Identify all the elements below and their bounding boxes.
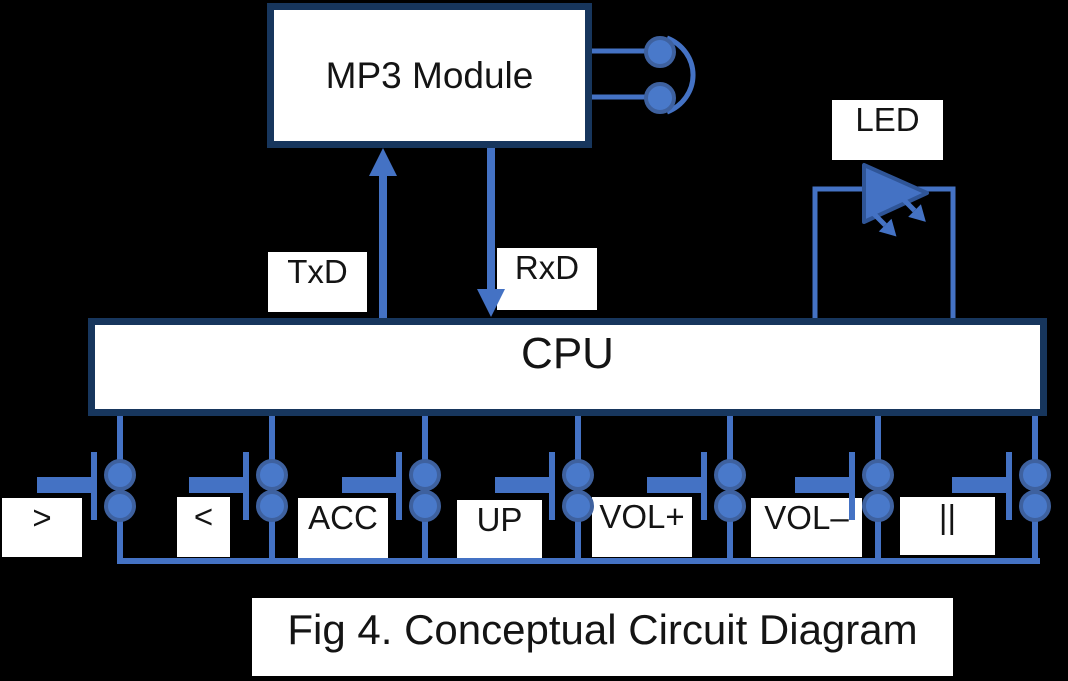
txd-label: TxD <box>287 253 348 290</box>
button-prev-text: < <box>193 498 214 535</box>
button-up-text: UP <box>476 501 523 538</box>
figure-caption-box: Fig 4. Conceptual Circuit Diagram <box>252 598 953 676</box>
led-label-box: LED <box>832 100 943 160</box>
button-volume-up-text: VOL+ <box>599 498 685 535</box>
cpu-block: CPU <box>88 318 1047 416</box>
button-label-pause: || <box>900 497 995 555</box>
button-label-prev: < <box>177 497 230 557</box>
led-label: LED <box>855 101 920 138</box>
figure-caption: Fig 4. Conceptual Circuit Diagram <box>287 606 918 653</box>
button-next-text: > <box>32 499 52 536</box>
button-volume-down-text: VOL– <box>764 499 849 536</box>
txd-arrow <box>369 148 397 318</box>
led-diode-icon <box>862 163 929 237</box>
button-acc-text: ACC <box>308 499 378 536</box>
mp3-module-block: MP3 Module <box>267 3 592 148</box>
led-emission-arrow <box>869 209 897 237</box>
led-circuit <box>812 163 956 318</box>
button-label-up: UP <box>457 500 542 560</box>
rxd-signal-label-box: RxD <box>497 248 597 310</box>
button-label-acc: ACC <box>298 498 388 558</box>
headphone-connector-icon <box>592 35 696 115</box>
cpu-label: CPU <box>521 329 614 378</box>
button-label-next: > <box>2 498 82 557</box>
button-label-volume-up: VOL+ <box>592 497 692 557</box>
rxd-label: RxD <box>514 249 580 286</box>
mp3-module-label: MP3 Module <box>325 54 534 96</box>
button-pause-text: || <box>938 498 957 535</box>
txd-signal-label-box: TxD <box>268 252 367 312</box>
led-emission-arrow <box>897 193 926 222</box>
button-label-volume-down: VOL– <box>751 498 862 557</box>
